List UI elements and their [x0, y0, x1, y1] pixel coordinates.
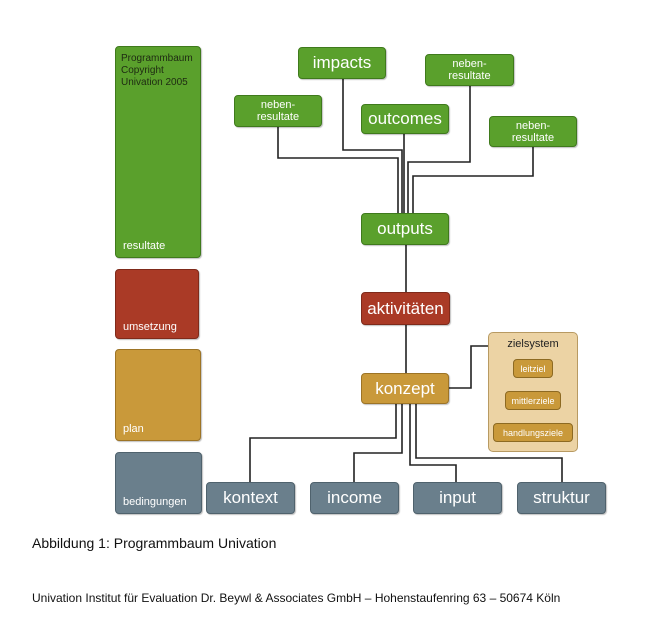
bedingungen-panel: bedingungen	[115, 452, 202, 514]
struktur-node: struktur	[517, 482, 606, 514]
outcomes-node: outcomes	[361, 104, 449, 134]
resultate-panel: Programmbaum Copyright Univation 2005 re…	[115, 46, 201, 258]
aktivitaeten-node: aktivitäten	[361, 292, 450, 325]
umsetzung-label: umsetzung	[123, 321, 177, 333]
resultate-label: resultate	[123, 240, 166, 252]
kontext-node: kontext	[206, 482, 295, 514]
plan-label: plan	[123, 423, 144, 435]
umsetzung-panel: umsetzung	[115, 269, 199, 339]
mittlerziele-pill: mittlerziele	[505, 391, 561, 410]
footer-text: Univation Institut für Evaluation Dr. Be…	[32, 591, 561, 605]
leitziel-pill: leitziel	[513, 359, 553, 378]
nebenresultate-top-node: neben- resultate	[425, 54, 514, 86]
nebenresultate-left-node: neben- resultate	[234, 95, 322, 127]
zielsystem-title: zielsystem	[507, 338, 559, 350]
handlungsziele-pill: handlungsziele	[493, 423, 573, 442]
impacts-node: impacts	[298, 47, 386, 79]
copyright-text: Programmbaum Copyright Univation 2005	[121, 53, 193, 88]
outputs-node: outputs	[361, 213, 449, 245]
bedingungen-label: bedingungen	[123, 496, 187, 508]
plan-panel: plan	[115, 349, 201, 441]
konzept-node: konzept	[361, 373, 449, 404]
input-node: input	[413, 482, 502, 514]
nebenresultate-right-node: neben- resultate	[489, 116, 577, 147]
figure-caption: Abbildung 1: Programmbaum Univation	[32, 535, 277, 551]
income-node: income	[310, 482, 399, 514]
